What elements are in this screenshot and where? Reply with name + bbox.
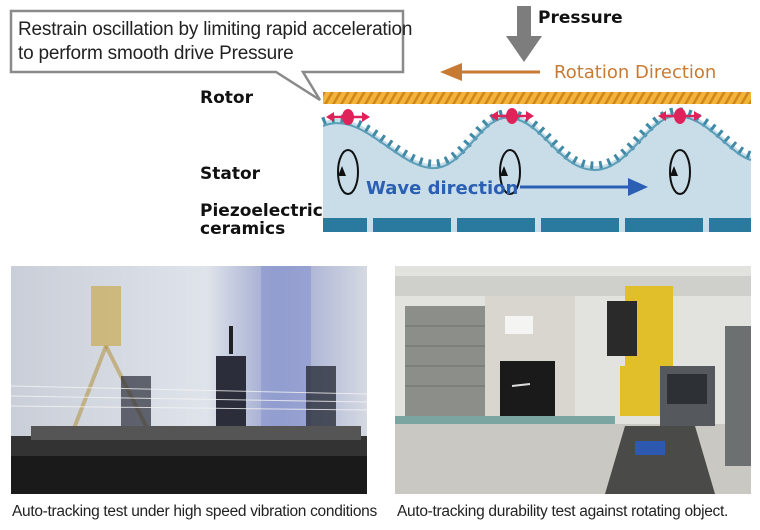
piezo-label-line-2: ceramics xyxy=(200,219,286,239)
callout-line-1: Restrain oscillation by limiting rapid a… xyxy=(18,19,413,40)
ultrasonic-motor-diagram xyxy=(321,6,753,232)
durability-test-caption: Auto-tracking durability test against ro… xyxy=(397,503,729,520)
pressure-arrow xyxy=(506,6,542,62)
vibration-test-photo xyxy=(11,266,367,494)
pressure-label: Pressure xyxy=(538,8,623,28)
rotor-bar xyxy=(323,92,751,104)
callout-shape xyxy=(9,9,405,102)
rotation-direction-arrow xyxy=(440,63,540,81)
elliptical-motion-icons xyxy=(337,149,691,195)
stator-label: Stator xyxy=(200,164,261,184)
stator-body xyxy=(323,111,751,232)
piezo-label: Piezoelectric ceramics xyxy=(200,202,323,238)
durability-test-photo xyxy=(395,266,751,494)
rotation-direction-label: Rotation Direction xyxy=(554,62,717,83)
callout-line-2: to perform smooth drive Pressure xyxy=(18,43,294,64)
wave-direction-label: Wave direction xyxy=(366,178,519,199)
wave-direction-arrow xyxy=(520,178,648,196)
piezo-ceramics xyxy=(323,218,751,232)
piezo-label-line-1: Piezoelectric xyxy=(200,201,323,221)
callout-text: Restrain oscillation by limiting rapid a… xyxy=(18,18,412,66)
rotor-label: Rotor xyxy=(200,88,253,108)
contact-point-marks xyxy=(326,108,702,125)
vibration-test-caption: Auto-tracking test under high speed vibr… xyxy=(12,503,377,520)
callout-bubble: Restrain oscillation by limiting rapid a… xyxy=(8,8,412,102)
